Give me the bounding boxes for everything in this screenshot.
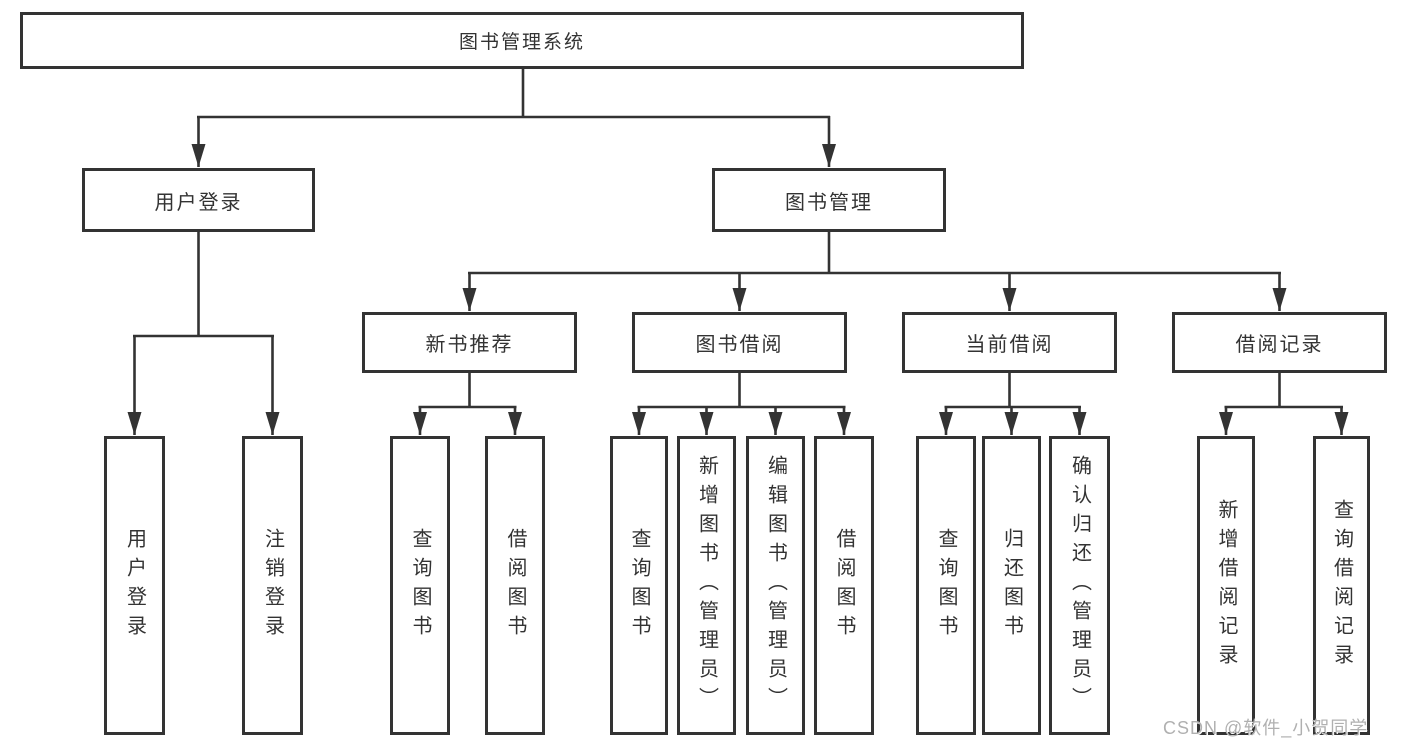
node-new-book-recommendation: 新书推荐 — [362, 312, 577, 373]
leaf-borrow-books-recommend: 借阅图书 — [485, 436, 545, 735]
leaf-borrow-books: 借阅图书 — [814, 436, 874, 735]
node-library-management-system: 图书管理系统 — [20, 12, 1024, 69]
leaf-user-login: 用户登录 — [104, 436, 165, 735]
leaf-add-books-admin: 新增图书（管理员） — [677, 436, 736, 735]
node-borrowing-records: 借阅记录 — [1172, 312, 1387, 373]
watermark-text: CSDN @软件_小贺同学 — [1163, 718, 1369, 738]
node-book-management: 图书管理 — [712, 168, 946, 232]
leaf-query-books-current: 查询图书 — [916, 436, 976, 735]
leaf-edit-books-admin: 编辑图书（管理员） — [746, 436, 805, 735]
leaf-query-books-recommend: 查询图书 — [390, 436, 450, 735]
leaf-query-books-borrowing: 查询图书 — [610, 436, 668, 735]
leaf-return-books: 归还图书 — [982, 436, 1041, 735]
node-book-borrowing: 图书借阅 — [632, 312, 847, 373]
leaf-query-borrow-record: 查询借阅记录 — [1313, 436, 1370, 735]
leaf-logout: 注销登录 — [242, 436, 303, 735]
leaf-confirm-return-admin: 确认归还（管理员） — [1049, 436, 1110, 735]
node-user-login: 用户登录 — [82, 168, 315, 232]
leaf-add-borrow-record: 新增借阅记录 — [1197, 436, 1255, 735]
node-current-borrowing: 当前借阅 — [902, 312, 1117, 373]
